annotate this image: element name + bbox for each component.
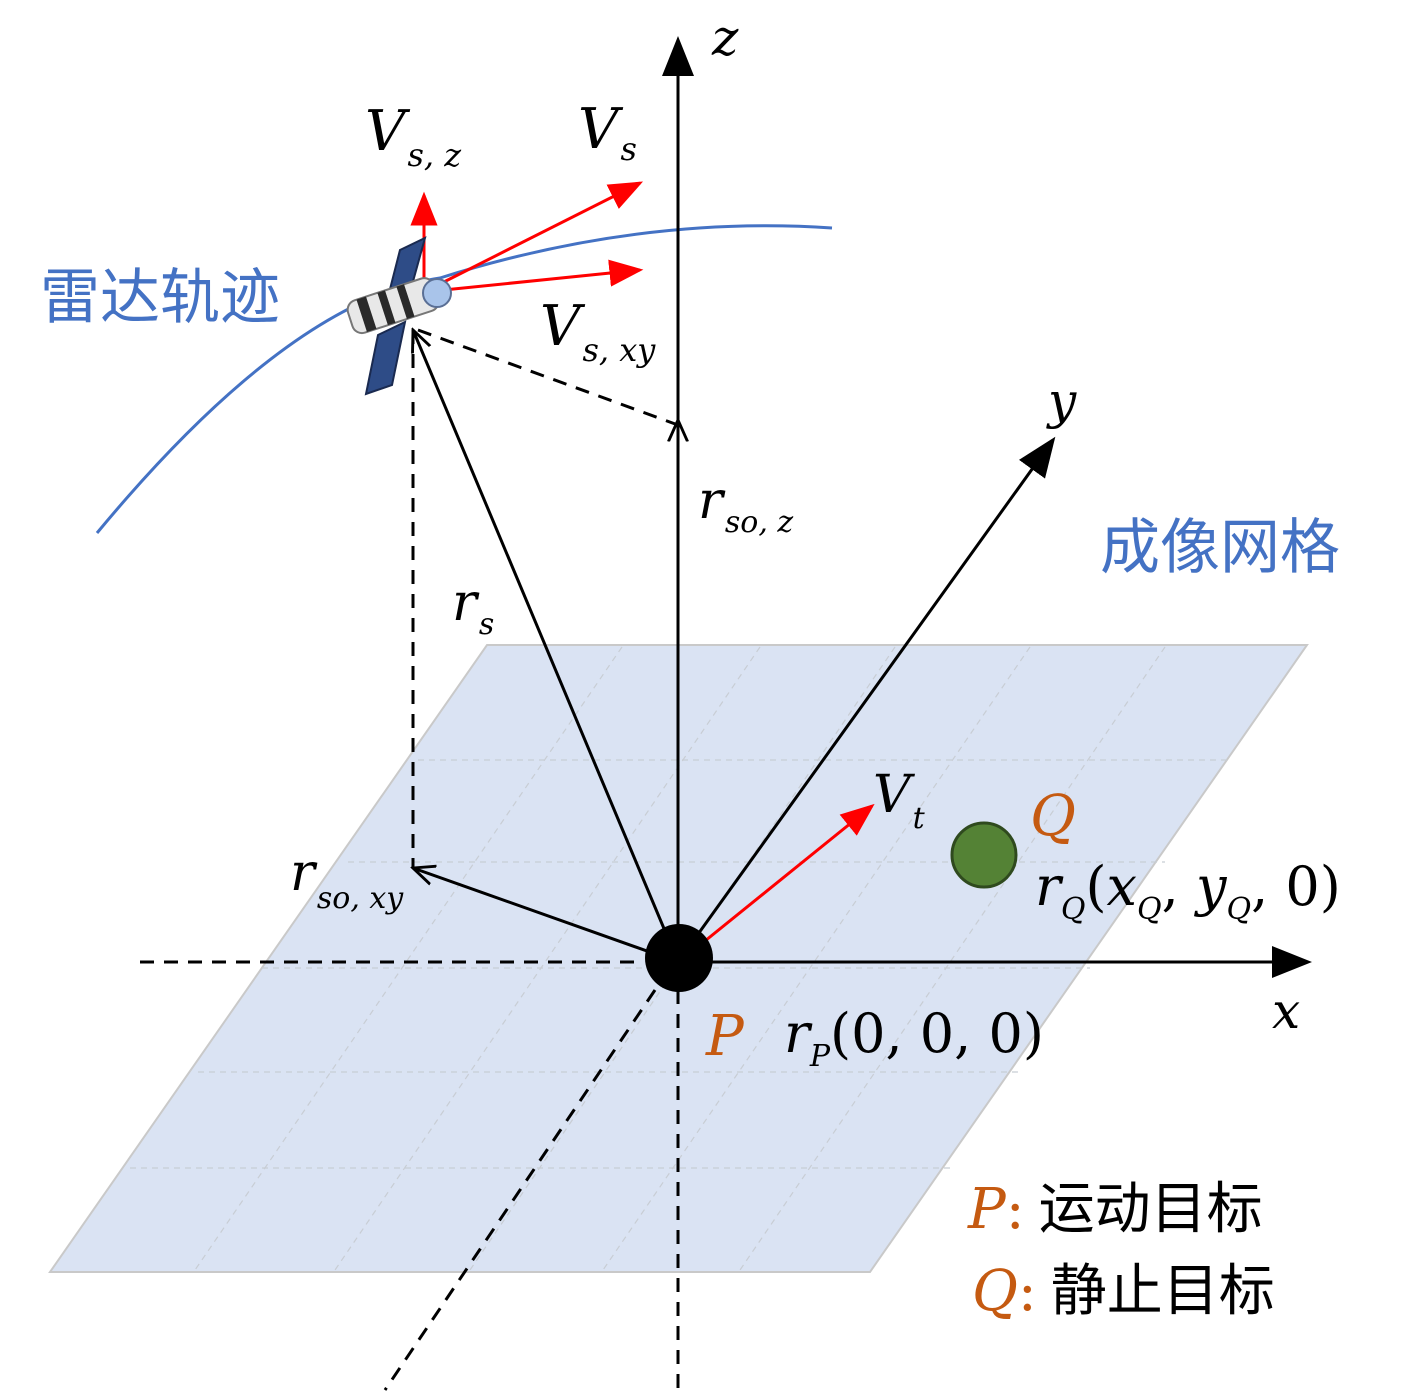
vs-z-label: Vs, z [365, 99, 462, 174]
stationary-target-q [950, 821, 1018, 889]
rp-coordinates: rP(0, 0, 0) [784, 1002, 1044, 1074]
vs-label: Vs [578, 97, 637, 168]
legend-item-p: P:运动目标 [967, 1177, 1263, 1242]
projection-lines [140, 328, 680, 1391]
rs-label: rs [452, 573, 494, 642]
moving-target-p [645, 924, 713, 992]
vs-xy-vector [423, 259, 644, 294]
imaging-grid-label: 成像网格 [1100, 513, 1340, 583]
negative-y-axis [383, 989, 657, 1391]
vs-xy-label: Vs, xy [540, 294, 656, 369]
rso-xy-vector [413, 868, 679, 964]
grid-lines [130, 646, 1230, 1271]
vt-label: Vt [873, 765, 926, 836]
rq-coordinates: rQ(xQ, yQ, 0) [1035, 855, 1341, 927]
satellite-icon [346, 236, 452, 396]
position-vectors [413, 330, 680, 964]
rso-z-label: rso, z [698, 471, 793, 540]
radar-trajectory-label: 雷达轨迹 [40, 263, 280, 333]
legend-item-q: Q:静止目标 [972, 1259, 1275, 1324]
vs-vector [423, 181, 644, 294]
radar-trajectory-curve [95, 224, 833, 534]
y-axis [676, 436, 1056, 963]
coordinate-axes [662, 36, 1312, 978]
rs-vector [413, 330, 680, 963]
legend: P:运动目标 Q:静止目标 [967, 1177, 1275, 1324]
p-point-label: P [705, 1004, 745, 1069]
y-axis-label: y [1046, 372, 1077, 430]
rso-xy-label: rso, xy [290, 843, 404, 916]
x-axis-label: x [1272, 982, 1300, 1040]
z-axis-label: z [711, 9, 739, 67]
q-point-label: Q [1030, 784, 1076, 849]
vt-vector [699, 803, 875, 947]
